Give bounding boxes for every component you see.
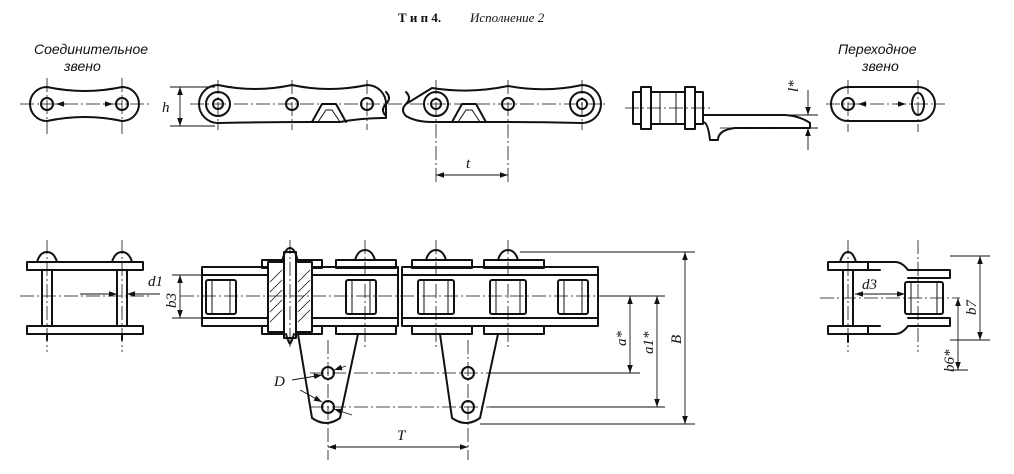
- label-d1: d1: [148, 274, 163, 290]
- transition-link-caption-2: звено: [861, 58, 899, 74]
- dimension-h: h: [162, 86, 215, 127]
- transition-link-side: [826, 80, 945, 132]
- chain-side-view: [190, 80, 605, 185]
- dimension-a: a*: [490, 295, 665, 374]
- dimension-a1: a1*: [490, 296, 665, 408]
- label-a: a*: [614, 331, 630, 347]
- label-a1: a1*: [641, 331, 657, 354]
- label-l: l*: [786, 80, 802, 92]
- dimension-d3: d3: [862, 277, 877, 293]
- label-T: T: [397, 428, 407, 444]
- chain-end-view: [625, 86, 815, 141]
- type-label: Т и п 4.: [398, 10, 441, 25]
- dimension-l: l*: [786, 80, 818, 150]
- label-t: t: [466, 156, 471, 172]
- dimension-d1: d1: [148, 274, 163, 290]
- transition-link-top: [820, 240, 960, 352]
- dimension-D: D: [273, 364, 353, 416]
- label-b3: b3: [164, 293, 180, 308]
- captions: Соединительное звено Переходное звено: [34, 41, 917, 74]
- header: Т и п 4. Исполнение 2: [398, 10, 545, 25]
- label-h: h: [162, 100, 170, 116]
- transition-link-caption-1: Переходное: [838, 41, 917, 57]
- connecting-link-top: [20, 240, 160, 352]
- dimension-t: t: [436, 156, 508, 178]
- label-b6: b6*: [942, 349, 958, 372]
- label-B: B: [669, 335, 685, 344]
- connecting-link-caption-2: звено: [63, 58, 101, 74]
- dimension-b3: b3: [164, 274, 205, 319]
- connecting-link-caption-1: Соединительное: [34, 41, 148, 57]
- dimension-B: B: [480, 251, 695, 425]
- connecting-link-side: [20, 78, 152, 134]
- label-D: D: [273, 374, 285, 390]
- label-d3: d3: [862, 277, 877, 293]
- variant-label: Исполнение 2: [469, 10, 545, 25]
- chain-top-view: [180, 240, 610, 460]
- label-b7: b7: [964, 299, 980, 316]
- dimension-T: T: [328, 428, 468, 450]
- dimension-b6: b6*: [942, 298, 968, 372]
